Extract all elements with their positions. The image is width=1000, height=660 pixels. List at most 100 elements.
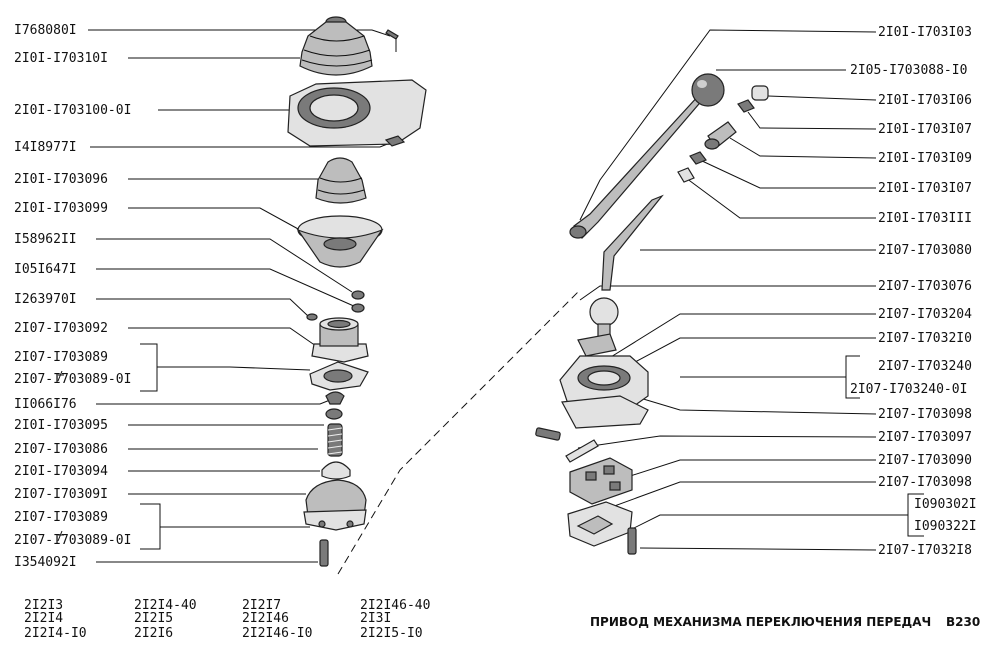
model-212146-10: 2I2I46-I0: [242, 626, 312, 641]
lower-housing: [303, 479, 367, 531]
label-part-2107-1703098-a: 2I07-I703098: [878, 407, 972, 422]
label-part-2107-1703210: 2I07-I7032I0: [878, 331, 972, 346]
right-assembly: [535, 73, 769, 555]
pin-part: [565, 439, 599, 463]
label-part-2107-1703089-b: 2I07-I703089: [14, 510, 108, 525]
label-part-2101-1703101: 2I0I-I70310I: [14, 51, 108, 66]
left-callout-labels: I768080I 2I0I-I70310I 2I0I-I703100-0I I4…: [14, 23, 131, 570]
inner-boot: [315, 157, 367, 204]
model-21214-40: 2I2I4-40: [134, 598, 197, 613]
label-part-2107-1703090: 2I07-I703090: [878, 453, 972, 468]
label-part-2107-1703089-01-a: 2I07-I703089-0I: [14, 372, 131, 387]
label-part-2107-1703240: 2I07-I703240: [878, 359, 972, 374]
label-part-10903021: I090302I: [914, 497, 977, 512]
clip-part: [384, 135, 406, 147]
label-part-13540921: I354092I: [14, 555, 77, 570]
label-part-2107-1703076: 2I07-I703076: [878, 279, 972, 294]
cup-part: [296, 215, 384, 268]
label-part-2107-1703086: 2I07-I703086: [14, 442, 108, 457]
label-part-11066176: II066I76: [14, 397, 77, 412]
label-part-14189771: I4I8977I: [14, 140, 77, 155]
pair-mark-a: [57, 370, 64, 382]
lever-ball-joint: [589, 297, 619, 339]
label-part-2101-1703094: 2I0I-I703094: [14, 464, 108, 479]
label-part-2107-1703218: 2I07-I7032I8: [878, 543, 972, 558]
bracket-left-1: [140, 343, 311, 392]
rubber-boot: [299, 16, 373, 76]
label-part-1768080: I768080I: [14, 23, 77, 38]
label-part-2101-1703107-a: 2I0I-I703I07: [878, 122, 972, 137]
label-part-2107-1703080: 2I07-I703080: [878, 243, 972, 258]
ring-part: [325, 408, 343, 420]
diagram-title: ПРИВОД МЕХАНИЗМА ПЕРЕКЛЮЧЕНИЯ ПЕРЕДАЧ: [590, 615, 931, 629]
gasket-right: [561, 395, 649, 429]
dashed-connection: [337, 289, 581, 575]
model-list: 2I2I3 2I2I4 2I2I4-I0 2I2I4-40 2I2I5 2I2I…: [24, 598, 430, 641]
model-212146: 2I2I46: [242, 611, 289, 626]
right-leader-lines: [577, 29, 877, 551]
washer-part: [306, 313, 318, 321]
upper-housing: [311, 317, 369, 363]
pair-mark-b: [57, 530, 64, 542]
page-code: B230: [946, 615, 980, 629]
label-part-2107-1703098-b: 2I07-I703098: [878, 475, 972, 490]
model-21217: 2I2I7: [242, 598, 281, 613]
label-part-2101-1703095: 2I0I-I703095: [14, 418, 108, 433]
model-212146-40: 2I2I46-40: [360, 598, 430, 613]
guide-plate: [569, 457, 633, 505]
label-part-2101-1703096: 2I0I-I703096: [14, 172, 108, 187]
bent-lever: [601, 194, 664, 291]
bushing-1: [751, 85, 769, 101]
label-part-2101-1703100-01: 2I0I-I703100-0I: [14, 103, 131, 118]
model-2131: 2I3I: [360, 611, 391, 626]
screw-part: [385, 29, 399, 52]
model-21216: 2I2I6: [134, 626, 173, 641]
bolt-part: [319, 539, 329, 567]
nut-part-2: [351, 303, 365, 313]
bushing-4: [677, 167, 695, 183]
right-callout-labels: 2I0I-I703I03 2I05-I703088-I0 2I0I-I703I0…: [850, 25, 977, 558]
label-part-10903221: I090322I: [914, 519, 977, 534]
spring-part: [327, 423, 343, 457]
label-part-2101-1703107-b: 2I0I-I703I07: [878, 181, 972, 196]
bushing-2: [737, 99, 755, 113]
bracket-left-2: [140, 503, 310, 550]
left-leader-lines: [88, 29, 391, 563]
sleeve-part: [704, 121, 737, 150]
label-part-2107-1703092: 2I07-I703092: [14, 321, 108, 336]
label-part-2101-1703099: 2I0I-I703099: [14, 201, 108, 216]
left-assembly: [287, 16, 581, 575]
label-part-2107-1703097: 2I07-I703097: [878, 430, 972, 445]
nut-part-1: [351, 290, 365, 300]
label-part-2107-1703089-01-b: 2I07-I703089-0I: [14, 533, 131, 548]
label-part-2107-1703091: 2I07-I70309I: [14, 487, 108, 502]
knob-ball: [691, 73, 725, 107]
label-part-2101-1703103: 2I0I-I703I03: [878, 25, 972, 40]
label-part-2101-1703106: 2I0I-I703I06: [878, 93, 972, 108]
base-plate: [567, 501, 633, 547]
model-21213: 2I2I3: [24, 598, 63, 613]
gasket-upper: [309, 361, 369, 391]
label-part-12639701: I263970I: [14, 292, 77, 307]
label-part-2107-1703089-a: 2I07-I703089: [14, 350, 108, 365]
bolt-right: [627, 527, 637, 555]
model-21214-10: 2I2I4-I0: [24, 626, 87, 641]
model-21215-10: 2I2I5-I0: [360, 626, 423, 641]
label-part-10516471: I05I647I: [14, 262, 77, 277]
label-part-15896211: I58962II: [14, 232, 77, 247]
label-part-2107-1703240-01: 2I07-I703240-0I: [850, 382, 967, 397]
label-part-2101-1703111: 2I0I-I703III: [878, 211, 972, 226]
model-21215: 2I2I5: [134, 611, 173, 626]
label-part-2105-1703088-10: 2I05-I703088-I0: [850, 63, 967, 78]
cap-part: [325, 391, 345, 405]
small-spring: [535, 427, 561, 441]
label-part-2101-1703109: 2I0I-I703I09: [878, 151, 972, 166]
bushing-3: [689, 151, 707, 165]
bracket-right-2: [609, 493, 924, 541]
bracket-right-1: [680, 355, 860, 399]
model-21214: 2I2I4: [24, 611, 63, 626]
label-part-2107-1703204: 2I07-I703204: [878, 307, 972, 322]
dome-part: [321, 461, 351, 480]
cover-plate: [287, 79, 427, 147]
